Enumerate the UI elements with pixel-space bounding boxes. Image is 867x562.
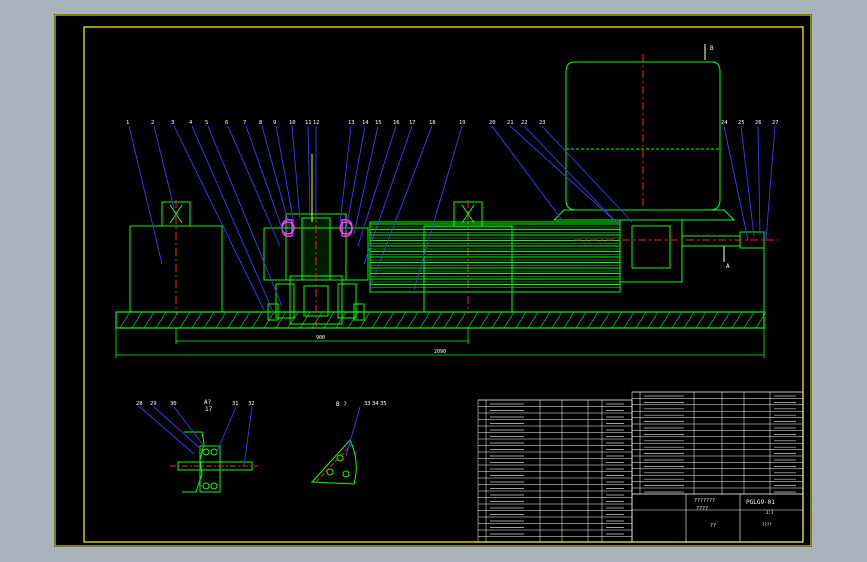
- motor: [552, 61, 736, 221]
- callout-number: 24: [721, 120, 728, 126]
- title-block: [631, 493, 804, 543]
- callout-number: 10: [289, 120, 296, 126]
- callout-number: 15: [375, 120, 382, 126]
- callout-number: 33: [364, 401, 371, 407]
- title-block-unit: ????: [762, 522, 772, 527]
- callout-number: 27: [772, 120, 779, 126]
- callout-number: 30: [170, 401, 177, 407]
- title-block-name-2: ????: [696, 506, 708, 512]
- callout-number: 3: [171, 120, 174, 126]
- title-block-sheet: ??: [710, 523, 716, 529]
- detail-view-b: [310, 439, 357, 485]
- callout-number: 22: [521, 120, 528, 126]
- right-coupling: [619, 219, 765, 312]
- leader-line: [261, 125, 291, 229]
- leader-line: [307, 125, 311, 217]
- leader-line: [723, 125, 749, 241]
- view-label-a: A: [726, 263, 730, 270]
- disc-stack: [369, 221, 621, 293]
- callout-number: 25: [738, 120, 745, 126]
- parts-list-table: [477, 391, 804, 543]
- leader-line: [275, 125, 295, 225]
- callout-number: 20: [489, 120, 496, 126]
- callout-leaders: [128, 125, 776, 315]
- callout-number: 26: [755, 120, 762, 126]
- detail-a-subtitle: 17: [205, 406, 213, 413]
- callout-number: 2: [151, 120, 154, 126]
- leader-line: [345, 125, 366, 231]
- detail-b-title: B ?: [336, 401, 347, 408]
- leader-line: [245, 125, 285, 235]
- callout-number: 31: [232, 401, 239, 407]
- leader-line: [291, 125, 301, 221]
- leader-line: [765, 125, 776, 241]
- callout-number: 6: [225, 120, 228, 126]
- leader-line: [128, 125, 163, 265]
- callout-number: 21: [507, 120, 514, 126]
- leader-line: [353, 125, 379, 235]
- leader-line: [207, 125, 283, 307]
- callout-number: 35: [380, 401, 387, 407]
- leader-line: [227, 125, 281, 247]
- outer-border: [54, 14, 812, 547]
- callout-number: 23: [539, 120, 546, 126]
- leader-line: [491, 125, 563, 221]
- drawing-sheet: B: [54, 14, 812, 547]
- leader-line: [153, 125, 175, 209]
- callout-number: 16: [393, 120, 400, 126]
- callout-number: 4: [189, 120, 193, 126]
- callout-number: 17: [409, 120, 416, 126]
- leader-line: [509, 125, 615, 221]
- callout-number: 8: [259, 120, 262, 126]
- leader-line: [523, 125, 621, 227]
- dimension-overall: 2090: [434, 349, 446, 355]
- callout-number: 29: [150, 401, 157, 407]
- leader-line: [740, 125, 755, 237]
- callout-number: 12: [313, 120, 320, 126]
- leader-line: [173, 125, 265, 311]
- leader-line: [541, 125, 633, 223]
- leader-line: [369, 125, 433, 289]
- callout-number: 32: [248, 401, 255, 407]
- base-plate: [115, 311, 767, 329]
- dimension-lines: [115, 328, 765, 358]
- detail-view-a: [177, 431, 253, 493]
- title-block-scale: 1:1: [766, 510, 774, 515]
- title-block-name-1: ???????: [694, 498, 715, 504]
- callout-number: 13: [348, 120, 355, 126]
- detail-a-title: A?: [204, 399, 212, 406]
- leader-line: [191, 125, 275, 315]
- dimension-inner: 900: [316, 335, 325, 341]
- title-block-drawing-no: PGLG9-01: [746, 499, 775, 506]
- leader-line: [357, 125, 397, 247]
- leader-line: [413, 125, 463, 291]
- callout-number: 11: [305, 120, 312, 126]
- leader-line: [363, 125, 413, 265]
- callout-number: 34: [372, 401, 379, 407]
- callout-number: 19: [459, 120, 466, 126]
- callout-number: 14: [362, 120, 369, 126]
- callout-number: 7: [243, 120, 246, 126]
- callout-number: 18: [429, 120, 436, 126]
- callout-number: 9: [273, 120, 276, 126]
- leader-line: [339, 125, 352, 225]
- callout-number: 5: [205, 120, 208, 126]
- view-label-b: B: [710, 45, 714, 52]
- leader-line: [757, 125, 761, 235]
- callout-number: 1: [126, 120, 129, 126]
- inner-border: [83, 26, 804, 543]
- callout-number: 28: [136, 401, 143, 407]
